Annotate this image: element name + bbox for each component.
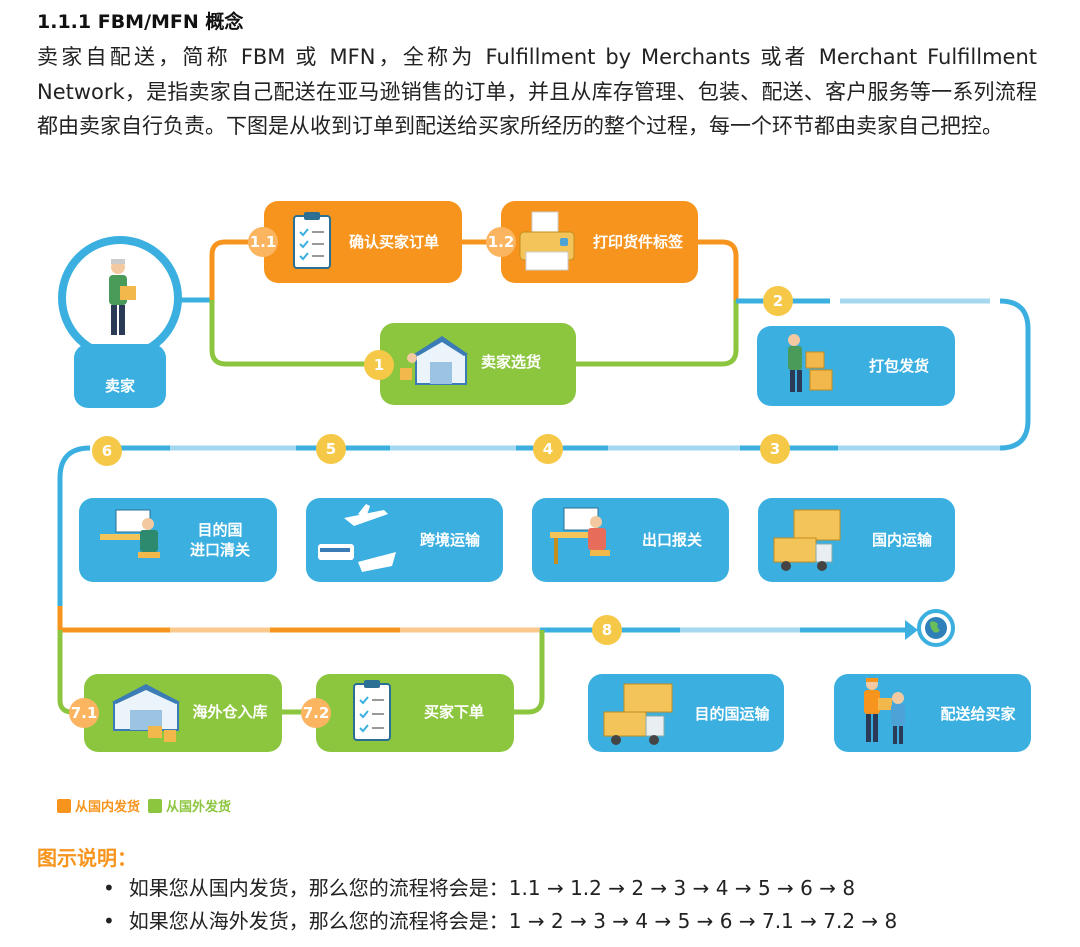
step-1-2-label: 打印货件标签: [592, 233, 683, 251]
bullet-domestic: 如果您从国内发货，那么您的流程将会是：1.1 → 1.2 → 2 → 3 → 4…: [103, 872, 897, 905]
warehouse-icon: [400, 336, 468, 385]
domestic-row4-a: [57, 606, 170, 633]
left-turn: [57, 445, 91, 606]
clearance-desk-icon: [100, 509, 160, 558]
step-6-badge: 6: [92, 436, 122, 466]
step-5-badge: 5: [316, 434, 346, 464]
step-1-box: 卖家选货: [380, 323, 576, 405]
legend-domestic-label: 从国内发货: [75, 800, 141, 815]
globe-land: [930, 621, 940, 633]
seller-label: 卖家: [104, 377, 135, 395]
step-6-label-line2: 进口清关: [189, 541, 250, 559]
step-4-label: 出口报关: [641, 531, 702, 549]
order-checklist-icon: [353, 680, 391, 741]
step-7-2-label: 买家下单: [423, 703, 484, 721]
step-4-badge: 4: [533, 434, 563, 464]
legend-overseas: 从国外发货: [148, 796, 231, 815]
step-7-2-box: 买家下单: [316, 674, 514, 752]
plane-ship-icon: [318, 504, 396, 572]
step-1-label: 卖家选货: [480, 353, 541, 371]
legend-domestic: 从国内发货: [57, 796, 140, 815]
checklist-icon: [293, 212, 331, 269]
overseas-path-end: [576, 300, 739, 367]
arrow-head: [905, 620, 918, 640]
seller-box: 卖家: [74, 344, 166, 408]
step-1-badge: 1: [364, 350, 394, 380]
intro-paragraph: 卖家自配送，简称 FBM 或 MFN，全称为 Fulfillment by Me…: [37, 45, 1037, 138]
step-1-2-badge: 1.2: [486, 227, 516, 257]
step-1-1-badge: 1.1: [248, 227, 278, 257]
domestic-path-end: [698, 239, 739, 300]
truck-icon: [773, 509, 841, 571]
step-8-badge: 8: [592, 615, 622, 645]
step-1-1-label: 确认买家订单: [348, 233, 439, 251]
overseas-warehouse-icon: [112, 684, 180, 742]
deliver-to-buyer-label: 配送给买家: [940, 705, 1016, 723]
overseas-row4-c: [514, 630, 545, 715]
step-3-label: 国内运输: [871, 531, 932, 549]
bullet-overseas: 如果您从海外发货，那么您的流程将会是：1 → 2 → 3 → 4 → 5 → 6…: [103, 905, 897, 938]
step-7-1-badge: 7.1: [69, 698, 99, 728]
packing-icon: [788, 334, 833, 392]
step-5-label: 跨境运输: [419, 531, 480, 549]
flow-bullets: 如果您从国内发货，那么您的流程将会是：1.1 → 1.2 → 2 → 3 → 4…: [103, 872, 897, 938]
step-2-badge: 2: [763, 286, 793, 316]
step-7-1-label: 海外仓入库: [192, 703, 268, 721]
printer-icon: [519, 211, 575, 271]
step-2-label: 打包发货: [868, 357, 929, 375]
destination-truck-icon: [603, 683, 673, 745]
step-5-box: 跨境运输: [306, 498, 503, 582]
right-turn: [999, 298, 1031, 451]
step-3-badge: 3: [760, 434, 790, 464]
caption-title: 图示说明：: [37, 846, 137, 870]
legend-overseas-label: 从国外发货: [166, 800, 232, 815]
step-8-label: 目的国运输: [694, 705, 770, 723]
seller-person-icon: [109, 259, 136, 335]
step-7-2-badge: 7.2: [301, 698, 331, 728]
delivery-person-icon: [864, 678, 905, 744]
domestic-path-start: [209, 239, 265, 300]
legend-domestic-swatch: [57, 798, 71, 813]
customs-desk-icon: [550, 507, 610, 564]
legend-overseas-swatch: [148, 798, 163, 813]
step-6-label-line1: 目的国: [197, 521, 243, 539]
legend: 从国内发货 从国外发货: [57, 796, 231, 815]
overseas-path-start: [209, 300, 380, 367]
section-heading: 1.1.1 FBM/MFN 概念: [37, 11, 244, 33]
